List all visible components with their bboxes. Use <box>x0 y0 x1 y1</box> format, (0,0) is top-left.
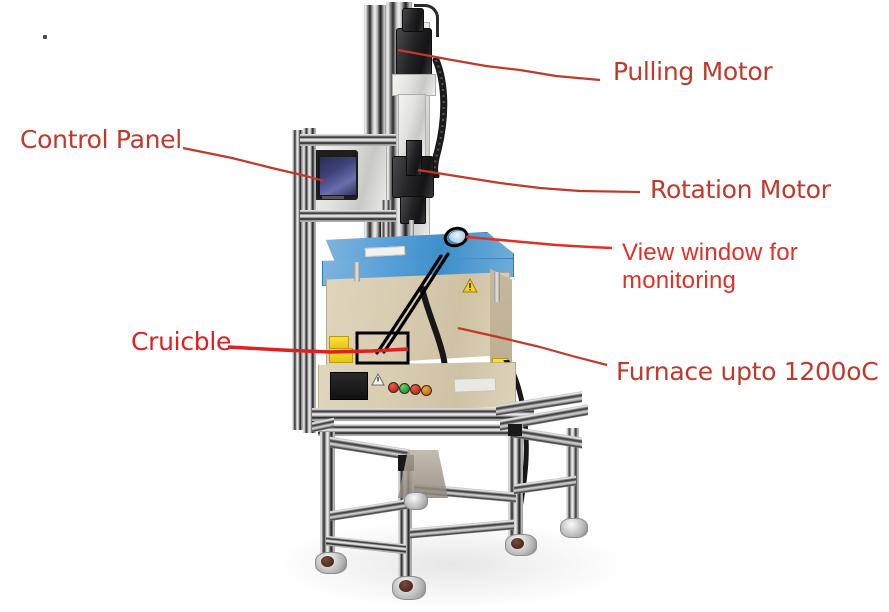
label-rotation-motor: Rotation Motor <box>650 175 831 204</box>
frame-crossbeam-upper <box>300 134 396 146</box>
image-speck-artifact <box>43 35 47 39</box>
caster-rear-left-core <box>399 580 413 592</box>
warning-tag-lower <box>329 348 353 363</box>
label-furnace: Furnace upto 1200oC <box>616 357 879 386</box>
caster-rear-right <box>560 518 588 538</box>
label-cruicble: Cruicble <box>131 327 232 356</box>
controller-button-2[interactable] <box>399 383 410 394</box>
caster-front-left-core <box>321 556 334 567</box>
slide-carriage <box>406 140 422 176</box>
frame-post-left-front <box>303 128 316 433</box>
view-window <box>448 230 470 244</box>
furnace-temperature-display <box>330 372 368 400</box>
stand-top-rail-front <box>318 424 524 436</box>
controller-button-3[interactable] <box>410 384 421 395</box>
furnace-nameplate <box>453 377 497 393</box>
lid-latch-left <box>354 262 360 282</box>
stand-mid-rail-left <box>330 498 408 522</box>
frame-post-right <box>381 200 391 248</box>
label-pulling-motor: Pulling Motor <box>613 57 773 86</box>
pulling-motor-cable <box>414 4 439 37</box>
controller-button-1[interactable] <box>388 382 399 393</box>
control-panel-screen[interactable] <box>318 155 358 197</box>
inner-caster <box>404 492 428 510</box>
under-furnace-mechanism <box>398 450 448 498</box>
frame-post-left-rear <box>292 130 303 430</box>
label-view-window: View window for monitoring <box>622 239 798 294</box>
label-control-panel: Control Panel <box>20 125 182 154</box>
frame-crossbeam-lower <box>300 210 396 222</box>
stand-post-front-left <box>320 432 335 558</box>
pull-rod <box>409 220 414 246</box>
shelf-beam-front <box>312 408 534 421</box>
stand-post-front-right <box>508 424 523 540</box>
corner-bracket-b <box>508 424 522 436</box>
hazard-warning-icon <box>462 278 478 293</box>
controller-button-4[interactable] <box>421 385 432 396</box>
caster-front-right-core <box>511 538 524 549</box>
lid-latch-right <box>494 272 500 302</box>
control-panel-logo <box>322 196 344 199</box>
controller-warning-icon <box>371 373 385 386</box>
